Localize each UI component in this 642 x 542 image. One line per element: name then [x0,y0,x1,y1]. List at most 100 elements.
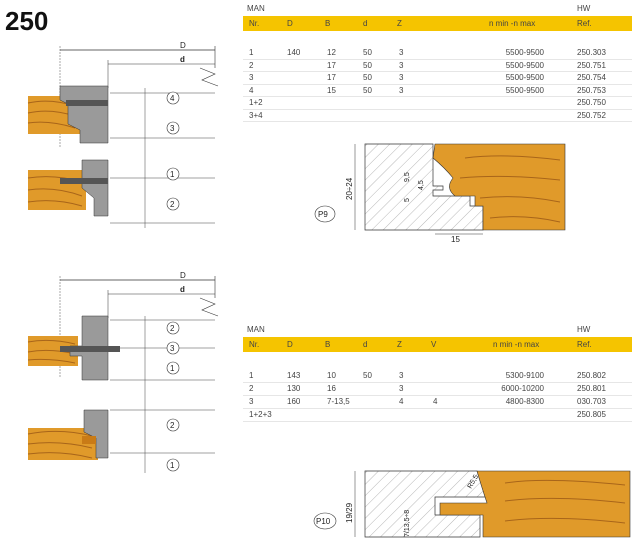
table-1-header: Nr. D B d Z n min -n max Ref. [243,16,632,31]
table-cell: 2 [249,60,254,70]
table-cell: 5500-9500 [505,73,544,82]
dim-height-range: 19/29 [345,502,354,523]
table-cell: 140 [287,48,301,57]
table-cell: 5300-9100 [505,371,544,380]
dim-d-outer-label: D [180,41,186,50]
dim-d-outer-label: D [180,271,186,280]
col-d-outer: D [287,340,293,349]
table-cell: 6000-10200 [501,384,544,393]
profile-workpiece [439,470,631,538]
dim-height-range: 20÷24 [345,177,354,200]
table-2-header: Nr. D B d Z V n min -n max Ref. [243,337,632,352]
table-1-material: HW [577,4,591,13]
table-cell: 4 [433,397,438,406]
table-cell: 250.750 [577,98,606,107]
table-cell: 7-13,5 [327,397,350,406]
table-cell: 030.703 [577,397,606,406]
cutter-label-2: 2 [170,200,175,209]
table-cell: 3 [399,60,404,70]
table-row: 3 160 7-13,5 4 4 4800-8300 030.703 [243,395,632,409]
dim-b: 4,5 [418,180,425,190]
cutter-bottom [81,159,109,217]
table-cell: 250.801 [577,384,606,393]
profile-workpiece [432,143,566,231]
table-cell: 3 [249,73,254,82]
table-cell: 3 [399,384,404,393]
col-b: B [325,340,331,349]
table-cell: 10 [327,371,336,380]
table-cell: 250.752 [577,110,606,120]
col-rpm: n min -n max [489,19,536,28]
col-v: V [431,340,437,349]
dim-depth: 7/13,5÷8 [404,510,411,537]
dim-a: 9,5 [404,172,411,182]
table-2-group: MAN [247,325,265,334]
table-cell: 12 [327,48,336,57]
table-cell: 4800-8300 [505,397,544,406]
profile-tag-p9: P9 [318,210,328,219]
profile-p10-drawing: 19/29 7/13,5÷8 R5,5 P10 [313,470,631,538]
table-cell: 250.802 [577,371,606,380]
cutter-assembly-drawing-2: D d 2 3 1 2 1 [27,271,219,473]
cutter-label-2: 2 [170,324,175,333]
table-cell: 1 [249,48,254,57]
col-d-bore: d [363,19,368,28]
cutter-label-2: 2 [170,421,175,430]
table-2: MAN HW Nr. D B d Z V n min -n max Ref. 1… [243,325,632,430]
table-row: 1+2 250.750 [243,96,632,110]
cutter-label-1: 1 [170,364,175,373]
table-cell: 3+4 [249,110,263,120]
col-ref: Ref. [577,340,592,349]
table-cell: 2 [249,384,254,393]
col-nr: Nr. [249,340,260,349]
profile-tag-p10: P10 [316,517,331,526]
cutter-label-1: 1 [170,461,175,470]
col-rpm: n min -n max [493,340,540,349]
col-nr: Nr. [249,19,260,28]
col-b: B [325,19,331,28]
table-cell: 3 [249,397,254,406]
table-cell: 3 [399,48,404,57]
table-cell: 250.754 [577,73,606,82]
cutter-label-3: 3 [170,124,175,133]
table-cell: 50 [363,48,372,57]
col-ref: Ref. [577,19,592,28]
table-cell: 3 [399,85,404,95]
table-cell: 50 [363,371,372,380]
table-cell: 250.751 [577,60,606,70]
table-cell: 250.753 [577,85,606,95]
dim-c: 5 [404,198,411,202]
table-cell: 15 [327,85,336,95]
table-cell: 160 [287,397,301,406]
table-cell: 1 [249,371,254,380]
table-cell: 17 [327,60,336,70]
cutter-label-3: 3 [170,344,175,353]
page-number: 250 [5,6,49,36]
table-row: 3+4 250.752 [243,109,632,122]
table-cell: 5500-9500 [505,60,544,70]
table-row: 2 17 50 3 5500-9500 250.751 [243,59,632,72]
cutter-assembly-drawing-1: D d 4 3 1 2 [27,41,219,228]
table-cell: 250.303 [577,48,606,57]
col-d-outer: D [287,19,293,28]
table-cell: 1+2+3 [249,410,272,419]
profile-p9-drawing: 20÷24 9,5 4,5 5 15 P9 [314,143,566,244]
dim-d-bore-label: d [180,55,185,64]
cutter-label-4: 4 [170,94,175,103]
table-cell: 3 [399,73,404,82]
col-z: Z [397,340,402,349]
table-cell: 1+2 [249,98,263,107]
table-cell: 50 [363,73,372,82]
table-cell: 4 [399,397,404,406]
table-cell: 3 [399,371,404,380]
table-cell: 50 [363,60,372,70]
dim-d-bore-label: d [180,285,185,294]
table-2-material: HW [577,325,591,334]
table-cell: 4 [249,85,254,95]
